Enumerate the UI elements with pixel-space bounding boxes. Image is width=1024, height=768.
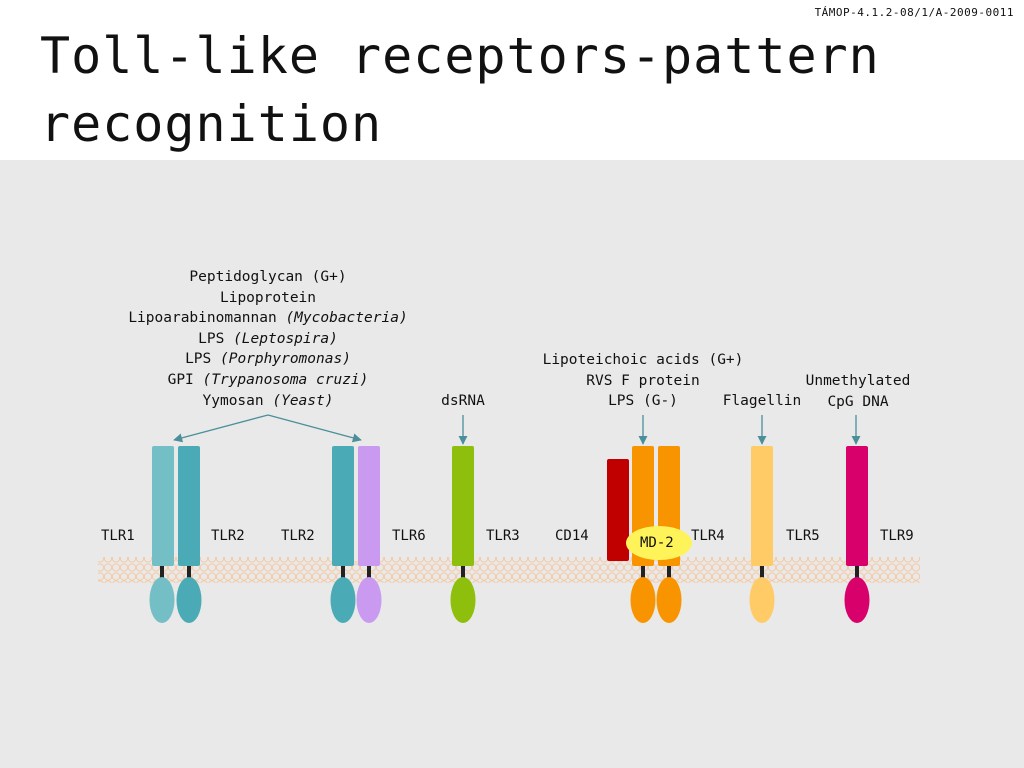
ligand-line: LPS (Porphyromonas) bbox=[185, 351, 351, 368]
ligands-tlr9: Unmethylated CpG DNA bbox=[796, 371, 920, 412]
ligands-tlr4: Lipoteichoic acids (G+) RVS F protein LP… bbox=[513, 350, 773, 412]
ligand-line: Lipoprotein bbox=[219, 289, 317, 306]
label-cd14: CD14 bbox=[555, 528, 589, 544]
label-tlr2-a: TLR2 bbox=[211, 528, 245, 544]
ligand-line: Peptidoglycan (G+) bbox=[189, 269, 347, 285]
ligand-line: Unmethylated bbox=[805, 373, 911, 389]
ligand-line: Lipoteichoic acids (G+) bbox=[542, 352, 744, 368]
label-tlr2-b: TLR2 bbox=[281, 528, 315, 544]
arrow-to-tlr1-2 bbox=[173, 414, 269, 443]
ligands-tlr5: Flagellin bbox=[707, 391, 817, 412]
receptor-tlr2-b bbox=[330, 446, 356, 623]
cell-membrane bbox=[98, 557, 920, 583]
ligand-line: RVS F protein bbox=[586, 372, 700, 389]
label-tlr3: TLR3 bbox=[486, 528, 520, 544]
label-tlr9: TLR9 bbox=[880, 528, 914, 544]
ligand-line: GPI (Trypanosoma cruzi) bbox=[167, 371, 369, 388]
ligand-line: CpG DNA bbox=[827, 393, 889, 410]
ligand-arrows bbox=[173, 414, 861, 445]
label-md2: MD-2 bbox=[640, 535, 674, 551]
ligand-line: Flagellin bbox=[722, 393, 802, 409]
receptor-tlr2-a bbox=[176, 446, 202, 623]
ligand-line: Lipoarabinomannan (Mycobacteria) bbox=[128, 310, 408, 327]
receptor-tlr6 bbox=[356, 446, 382, 623]
ligand-line: LPS (G-) bbox=[608, 393, 678, 410]
ligands-tlr1-2-6: Peptidoglycan (G+) Lipoprotein Lipoarabi… bbox=[58, 267, 478, 411]
arrow-to-tlr2-6 bbox=[267, 414, 362, 443]
receptor-tlr3 bbox=[450, 446, 476, 623]
label-tlr1: TLR1 bbox=[101, 528, 135, 544]
receptor-tlr5 bbox=[749, 446, 775, 623]
receptor-cd14 bbox=[607, 459, 629, 561]
ligands-tlr3: dsRNA bbox=[413, 391, 513, 412]
md2-protein bbox=[626, 526, 692, 560]
project-code: TÁMOP-4.1.2-08/1/A-2009-0011 bbox=[814, 6, 1014, 19]
header: TÁMOP-4.1.2-08/1/A-2009-0011 Toll-like r… bbox=[0, 0, 1024, 160]
ligand-line: Yymosan (Yeast) bbox=[202, 392, 334, 409]
receptor-tlr9 bbox=[844, 446, 870, 623]
label-tlr5: TLR5 bbox=[786, 528, 820, 544]
receptor-tlr1 bbox=[149, 446, 175, 623]
ligand-line: LPS (Leptospira) bbox=[198, 330, 338, 347]
page-title: Toll-like receptors-pattern recognition bbox=[40, 27, 880, 153]
label-tlr6: TLR6 bbox=[392, 528, 426, 544]
label-tlr4: TLR4 bbox=[691, 528, 725, 544]
ligand-line: dsRNA bbox=[441, 393, 485, 409]
